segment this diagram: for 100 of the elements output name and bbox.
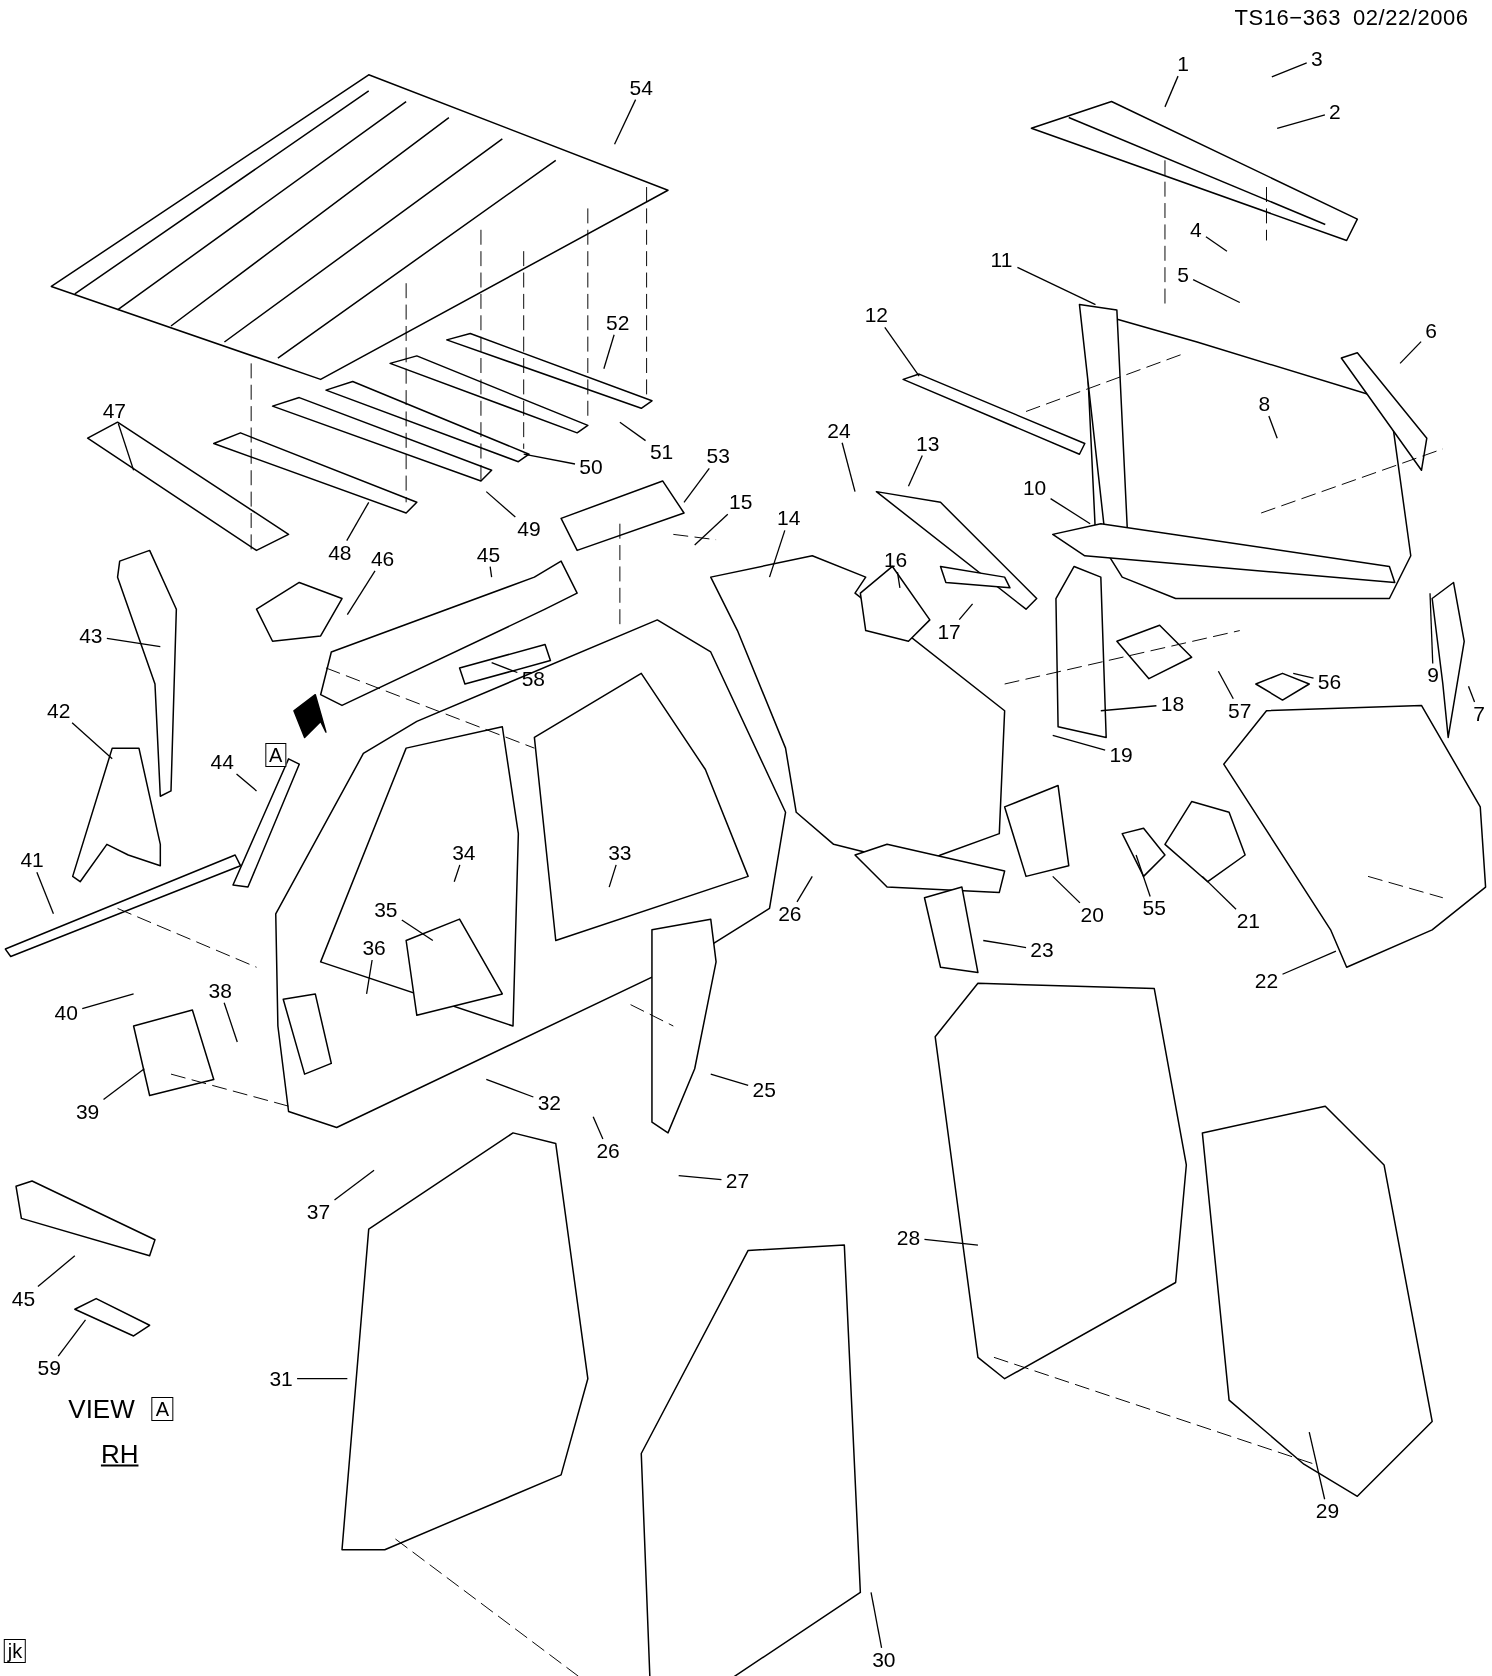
leader-line (346, 570, 376, 616)
leader-line (1276, 114, 1326, 129)
callout-number: 45 (7, 1286, 40, 1311)
leader-line (1292, 672, 1315, 679)
callout-number: 51 (645, 440, 678, 465)
leader-line (485, 1078, 534, 1098)
leader-line (1100, 705, 1158, 712)
leader-line (683, 467, 710, 503)
callout-number: 56 (1313, 669, 1346, 694)
leader-line (1049, 497, 1091, 525)
callout-number: 34 (447, 840, 480, 865)
leader-line (1201, 875, 1237, 910)
leader-line (1205, 236, 1228, 252)
callout-number: 17 (933, 619, 966, 644)
leader-line (1308, 1431, 1326, 1500)
callout-number: 52 (601, 310, 634, 335)
leader-line (1281, 950, 1337, 975)
leader-line (36, 871, 55, 915)
callout-number: 41 (16, 848, 49, 873)
leader-line (841, 442, 856, 493)
leader-line (523, 453, 576, 465)
leader-line (768, 529, 786, 578)
callout-number: 7 (1469, 701, 1490, 726)
callout-number: 59 (33, 1356, 66, 1380)
callout-number: 31 (265, 1366, 298, 1391)
callout-number: 55 (1138, 896, 1171, 921)
leader-line (1467, 685, 1476, 703)
header-text: 02/22/2006 (1352, 3, 1469, 32)
leader-line (106, 637, 161, 648)
callout-number: 3 (1306, 46, 1327, 71)
callout-number: 40 (50, 1001, 83, 1026)
leader-line (37, 1255, 76, 1288)
callout-number: 16 (879, 548, 912, 573)
view-marker: jk (3, 1639, 27, 1664)
callout-number: 37 (302, 1199, 335, 1224)
leader-line (489, 566, 493, 578)
leader-line (958, 603, 974, 621)
view-marker: A (151, 1396, 174, 1421)
leader-line (1217, 670, 1234, 700)
callout-number: 33 (603, 840, 636, 865)
leader-line (613, 99, 637, 145)
callout-number: 30 (867, 1647, 900, 1672)
leader-line (923, 1238, 979, 1246)
callout-number: 38 (204, 978, 237, 1003)
leader-line (1052, 734, 1106, 751)
callout-number: 10 (1018, 476, 1051, 501)
callout-number: 9 (1423, 663, 1444, 688)
leader-line (619, 421, 647, 442)
callout-number: 43 (74, 623, 107, 648)
leader-line (453, 864, 461, 883)
callout-number: 58 (517, 666, 550, 691)
callout-number: 28 (892, 1225, 925, 1250)
callout-number: 26 (592, 1139, 625, 1164)
leader-line (896, 571, 901, 589)
callout-number: 54 (625, 75, 658, 100)
leader-line (491, 662, 518, 674)
leader-line (1271, 62, 1308, 78)
callout-number: 18 (1156, 692, 1189, 717)
callout-number: 14 (772, 506, 805, 531)
callout-number: 2 (1324, 100, 1345, 125)
callout-number: 50 (575, 455, 607, 480)
callout-number: 13 (911, 431, 944, 456)
leader-line (1052, 875, 1081, 904)
callout-number: 32 (533, 1090, 566, 1115)
callout-number: 27 (721, 1169, 754, 1193)
leader-line (117, 422, 135, 471)
leader-line (81, 993, 135, 1010)
leader-line (365, 959, 373, 995)
leader-line (102, 1068, 145, 1101)
callout-number: 48 (323, 540, 356, 565)
callout-number: 42 (42, 698, 75, 723)
callout-number: 53 (702, 444, 735, 469)
callout-number: 11 (985, 247, 1018, 272)
leader-line (1192, 278, 1241, 304)
leader-line (401, 919, 434, 942)
leader-line (485, 491, 516, 518)
callout-number: 39 (71, 1099, 104, 1124)
leader-line (1135, 854, 1151, 898)
callout-number: 4 (1185, 217, 1206, 242)
leader-line (57, 1319, 87, 1357)
leader-line (694, 513, 729, 546)
leader-line (235, 773, 258, 792)
leader-line (907, 454, 923, 487)
callout-number: 44 (206, 750, 239, 775)
leader-line (870, 1591, 883, 1649)
leader-line (223, 1002, 238, 1043)
leader-line (1399, 341, 1422, 365)
callout-number: 20 (1076, 902, 1109, 927)
callout-number: 23 (1026, 938, 1059, 963)
view-marker: A (265, 742, 287, 767)
callout-number: 57 (1223, 698, 1256, 723)
leader-line (678, 1175, 723, 1181)
leader-line (1429, 592, 1434, 665)
callout-number: 21 (1232, 909, 1265, 934)
callout-number: 36 (358, 936, 391, 960)
view-label: VIEW (68, 1392, 135, 1426)
leader-line (333, 1169, 375, 1201)
callout-number: 49 (513, 517, 546, 542)
header-text: TS16−363 (1234, 3, 1342, 32)
leader-line (710, 1073, 749, 1086)
